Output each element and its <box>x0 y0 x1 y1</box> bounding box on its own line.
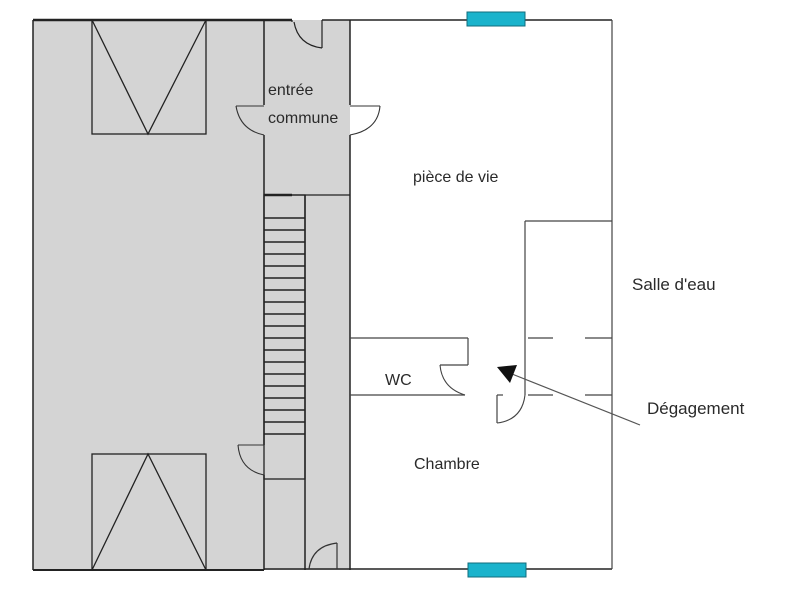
shared-area <box>33 20 350 570</box>
arrow-head-icon <box>497 365 517 383</box>
room-label-degagement: Dégagement <box>647 399 745 418</box>
room-label-wc: WC <box>385 372 412 389</box>
bottom-corridor-door <box>308 542 338 570</box>
room-label-salle-d-eau: Salle d'eau <box>632 275 716 294</box>
room-label-piece-de-vie: pièce de vie <box>413 169 499 186</box>
staircase <box>263 194 306 480</box>
room-label-chambre: Chambre <box>414 456 480 473</box>
stair-door <box>237 444 265 476</box>
room-label-entree-line2: commune <box>268 110 339 127</box>
window-top <box>466 11 526 27</box>
corridor-doors <box>235 105 381 136</box>
degagement-pointer <box>497 365 641 426</box>
parking-box-top <box>91 19 207 136</box>
room-label-entree-line1: entrée <box>268 82 314 99</box>
apartment-walls <box>350 20 613 569</box>
interior-doors <box>439 364 526 424</box>
entrance-door-top <box>291 20 323 49</box>
window-bottom <box>467 562 527 578</box>
parking-box-bottom <box>91 452 207 571</box>
